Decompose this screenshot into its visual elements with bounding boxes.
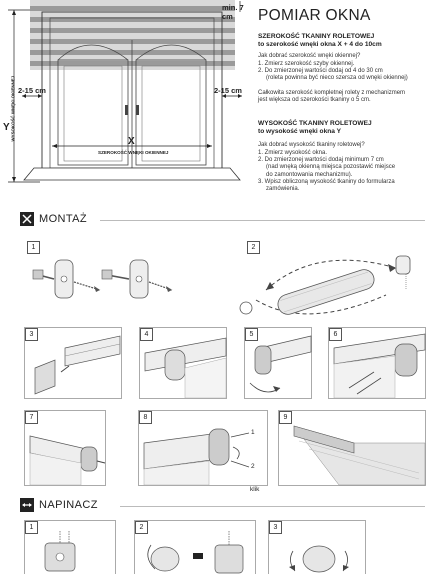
tools-icon [20,212,34,226]
height-line: Jak dobrać wysokość tkaniny roletowej? [258,142,365,149]
step-number: 2 [135,521,148,534]
section-divider [100,220,425,221]
montaz-header: MONTAŻ [20,212,425,228]
step-number: 7 [25,411,38,424]
height-line: (nad wnęką okienną miejsca pozostawić mi… [266,164,396,171]
napinacz-header: NAPINACZ [20,498,425,514]
height-line: 1. Zmierz wysokość okna. [258,149,328,156]
width-line: Jak dobrać szerokość wnęki okiennej? [258,53,361,60]
step-number: 8 [139,411,152,424]
right-margin-label: 2-15 cm [214,86,242,95]
page-title: POMIAR OKNA [258,7,371,24]
napinacz-title: NAPINACZ [39,499,98,511]
step-1-illustration [32,259,173,299]
min-height-label: min. 7 cm [222,3,244,21]
label-1: 1 [251,429,255,436]
step-number: 6 [329,328,342,341]
step-6-panel: 6 [328,327,426,399]
width-line: 1. Zmierz szerokość szyby okiennej. [258,60,355,67]
step-2-illustration [239,255,411,315]
height-line: 2. Do zmierzonej wartości dodaj minimum … [258,157,384,163]
width-line: 2. Do zmierzonej wartości dodaj od 4 do … [258,68,383,74]
step-5-panel: 5 [244,327,312,399]
window-measurement-diagram: min. 7 cm 2-15 cm 2-15 cm X SZEROKOŚĆ WN… [0,0,250,200]
height-line: zamówienia. [266,186,300,193]
window-drawing [8,0,242,183]
step-number: 3 [25,328,38,341]
section-divider [120,506,425,507]
height-heading: WYSOKOŚĆ TKANINY ROLETOWEJ [258,120,372,127]
left-margin-label: 2-15 cm [18,86,46,95]
height-line: do zamontowania mechanizmu). [266,171,353,178]
y-dimension-caption: WYSOKOŚĆ WNĘKI OKIENNEJ [10,75,16,142]
step-number: 1 [25,521,38,534]
montaz-title: MONTAŻ [39,213,88,225]
height-section: WYSOKOŚĆ TKANINY ROLETOWEJ to wysokość w… [258,120,428,193]
x-dimension-label: X [128,136,135,147]
tensioner-icon [20,498,34,512]
step-4-panel: 4 [139,327,227,399]
step-9-panel: 9 [278,410,426,486]
step-number: 1 [27,241,40,254]
step-number: 9 [279,411,292,424]
width-heading: SZEROKOŚĆ TKANINY ROLETOWEJ [258,33,375,40]
step-number: 3 [269,521,282,534]
width-section: SZEROKOŚĆ TKANINY ROLETOWEJ to szerokość… [258,33,428,104]
step-number: 2 [247,241,260,254]
label-2: 2 [251,463,255,470]
y-dimension-label: Y [3,122,10,133]
width-line: Całkowita szerokość kompletnej rolety z … [258,89,406,96]
x-dimension-caption: SZEROKOŚĆ WNĘKI OKIENNEJ [98,150,169,155]
height-line: 3. Wpisz obliczoną wysokość tkaniny do f… [258,178,395,185]
tensioner-step-1-panel: 1 [24,520,116,574]
height-heading-sub: to wysokość wnęki okna Y [258,128,342,136]
step-8-panel: 8 1 2 [138,410,268,486]
step-7-panel: 7 [24,410,106,486]
tensioner-step-3-panel: 3 [268,520,366,574]
width-line: jest większa od szerokości tkaniny o 5 c… [258,96,371,103]
roller-blind-fabric [30,0,235,70]
step-number: 4 [140,328,153,341]
step-3-panel: 3 [24,327,122,399]
tensioner-step-2-panel: 2 [134,520,256,574]
width-heading-sub: to szerokość wnęki okna X + 4 do 10cm [258,41,382,49]
width-line: (roleta powinna być nieco szersza od wnę… [266,75,408,82]
step-number: 5 [245,328,258,341]
click-label: klik [250,486,260,493]
